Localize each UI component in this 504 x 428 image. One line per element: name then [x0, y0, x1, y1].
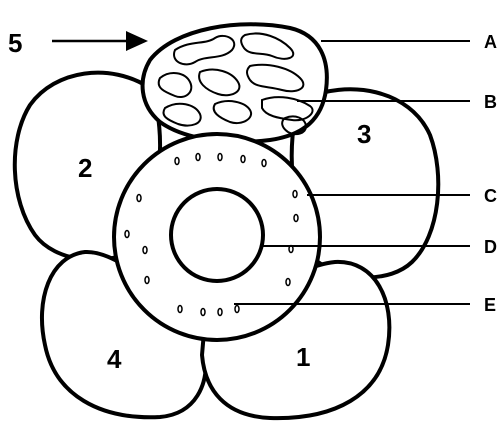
petal-number-1: 1	[296, 342, 310, 372]
label-d: D	[484, 237, 497, 257]
label-b: B	[484, 92, 497, 112]
label-e: E	[484, 295, 496, 315]
petal-number-5: 5	[8, 28, 22, 58]
petal-number-2: 2	[78, 153, 92, 183]
petal-number-3: 3	[357, 119, 371, 149]
arrow-5	[52, 31, 148, 51]
label-a: A	[484, 32, 497, 52]
petal-number-4: 4	[107, 344, 122, 374]
inner-circle	[171, 189, 263, 281]
label-c: C	[484, 186, 497, 206]
